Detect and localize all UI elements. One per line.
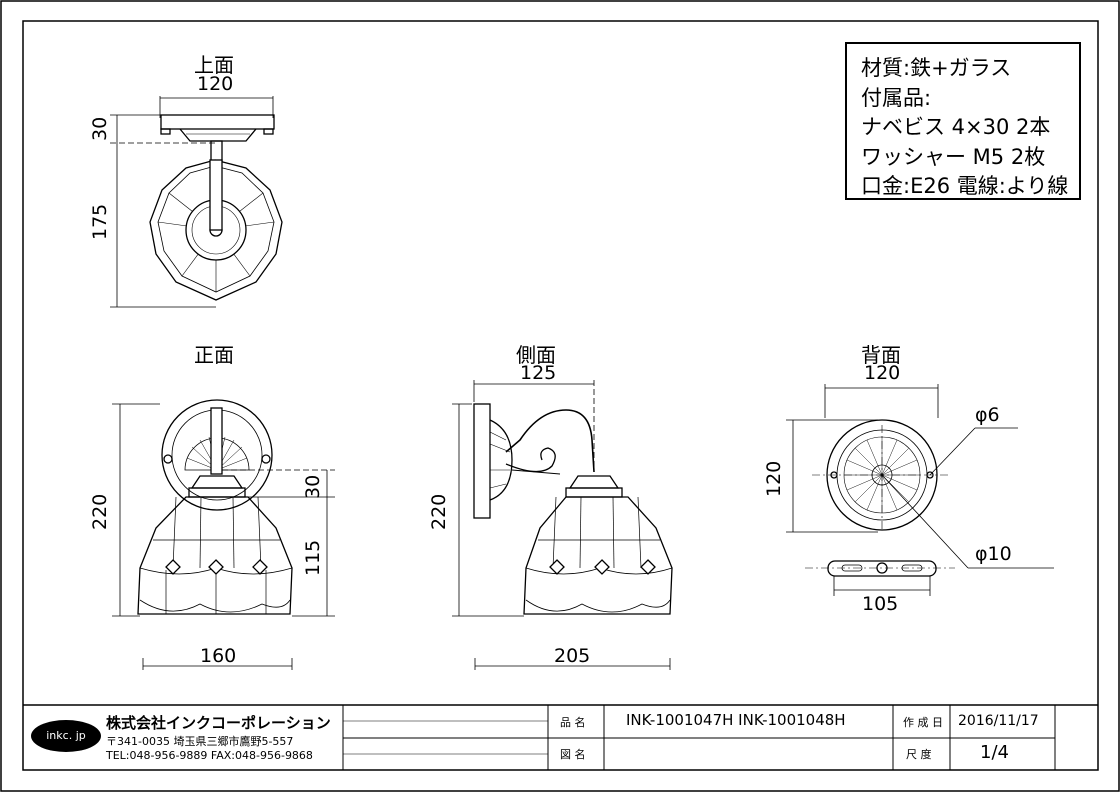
company-address: 〒341-0035 埼玉県三郷市鷹野5-557 xyxy=(106,735,294,748)
top-mount-dimension: 30 xyxy=(89,116,111,141)
side-view-title: 側面 xyxy=(516,343,556,367)
back-bar-dimension: 105 xyxy=(862,593,899,615)
back-width-dimension: 120 xyxy=(864,362,901,384)
back-height-dimension: 120 xyxy=(763,460,785,497)
front-height-dimension: 220 xyxy=(89,493,111,530)
front-shade-dimension: 115 xyxy=(302,539,324,576)
spec-screws: ナベビス 4×30 2本 xyxy=(861,115,1051,139)
back-view-drawing xyxy=(786,384,1054,596)
front-view-drawing xyxy=(112,399,335,670)
back-hole-large-label: φ10 xyxy=(975,543,1012,565)
side-width-dimension: 205 xyxy=(554,645,591,667)
product-name: INK-1001047H INK-1001048H xyxy=(626,711,846,729)
company-logo: inkc. jp xyxy=(31,720,101,752)
top-view-title: 上面 xyxy=(194,53,234,77)
side-view-drawing xyxy=(452,380,673,670)
company-name: 株式会社インクコーポレーション xyxy=(106,714,331,732)
top-shade-dimension: 175 xyxy=(89,203,111,240)
front-width-dimension: 160 xyxy=(200,645,237,667)
back-view-title: 背面 xyxy=(861,343,901,367)
spec-material: 材質:鉄+ガラス xyxy=(861,56,1012,80)
drawing-name-label: 図 名 xyxy=(560,748,586,761)
spec-washers: ワッシャー M5 2枚 xyxy=(861,144,1046,169)
back-hole-small-label: φ6 xyxy=(975,404,1000,426)
spec-socket-wire: 口金:E26 電線:より線 xyxy=(861,174,1069,198)
top-view-drawing xyxy=(110,96,283,308)
date-label: 作 成 日 xyxy=(903,716,943,729)
side-height-dimension: 220 xyxy=(428,493,450,530)
company-phone: TEL:048-956-9889 FAX:048-956-9868 xyxy=(106,749,313,762)
creation-date: 2016/11/17 xyxy=(958,713,1039,729)
spec-accessories: 付属品: xyxy=(861,85,932,110)
scale-value: 1/4 xyxy=(980,742,1009,763)
front-view-title: 正面 xyxy=(194,343,234,367)
scale-label: 尺 度 xyxy=(906,748,932,761)
side-depth-dimension: 125 xyxy=(520,362,557,384)
specification-box: 材質:鉄+ガラス 付属品: ナベビス 4×30 2本 ワッシャー M5 2枚 口… xyxy=(845,42,1081,200)
top-width-dimension: 120 xyxy=(197,73,234,95)
front-mount-dimension: 30 xyxy=(302,474,324,499)
product-name-label: 品 名 xyxy=(560,716,586,729)
title-block-grid xyxy=(23,704,1098,770)
